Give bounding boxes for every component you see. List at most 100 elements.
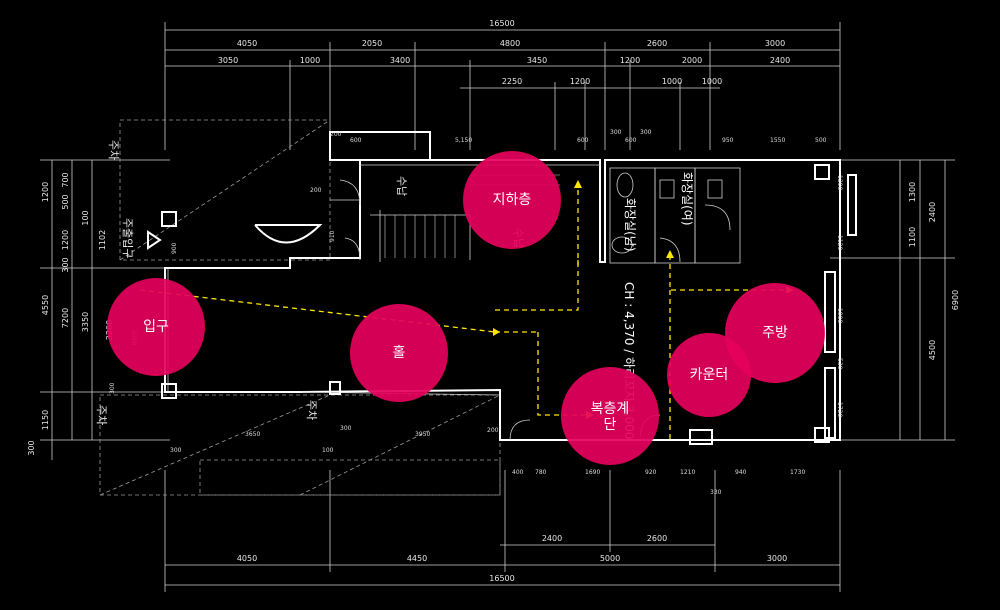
zone-entrance-label: 입구 [143,319,169,335]
dim-top-row3-2: 1200 [570,77,590,86]
dim-left-inner-3: 3350 [81,312,90,332]
dim-top-row2-3: 3400 [390,56,410,65]
dim-int-7: 1550 [770,137,785,144]
label-parking-bottom-mid: 주차 [305,400,318,420]
zone-hall [350,304,448,402]
dim-int-m6: 1120 [836,235,843,250]
dim-left-inner-2: 1102 [98,230,107,250]
label-restroom-male: 화장실(남) [623,198,637,252]
zone-counter-label: 카운터 [690,367,729,383]
dim-left-mid-5: 300 [61,257,70,272]
dim-right-inner-2: 1100 [908,227,917,247]
dim-int-4: 200 [330,131,342,138]
dim-left-mid-4: 7200 [61,308,70,328]
dim-int-m10: 1200 [836,175,843,190]
dim-top-row3-3: 1000 [662,77,682,86]
dim-left-outer-1: 1200 [41,182,50,202]
dim-int-8: 500 [815,137,827,144]
dim-top-row1-2: 2050 [362,39,382,48]
dim-int-m9: 1720 [836,402,843,417]
zone-kitchen-label: 주방 [762,325,788,341]
dim-top-row3-1: 2250 [502,77,522,86]
dim-right-mid-2: 4500 [928,340,937,360]
dim-bottom-total: 16500 [489,574,514,583]
zone-mezzanine-label-2: 단 [604,417,617,433]
dim-right-inner-1: 1300 [908,182,917,202]
dim-top-total: 16500 [489,19,514,28]
dim-left-mid-1: 700 [61,172,70,187]
dim-left-mid-2: 500 [61,194,70,209]
dim-bottom-row2-3: 5000 [600,554,620,563]
dim-top-row2-2: 1000 [300,56,320,65]
dim-int-b12: 940 [735,469,747,476]
dim-int-5: 600 [625,137,637,144]
dim-right-outer: 6900 [951,290,960,310]
dim-int-10: 300 [640,129,652,136]
dim-top-row2-7: 2400 [770,56,790,65]
top-dimension-text: 16500 4050 2050 4800 2600 3000 3050 1000… [218,19,790,86]
zone-kitchen [725,283,825,383]
dim-int-1: 600 [350,137,362,144]
dim-int-2: 5,150 [455,137,472,144]
zone-circles: 지하층 입구 홀 복층계 단 카운터 주방 [107,151,825,465]
dim-int-6: 950 [722,137,734,144]
dim-top-row2-5: 1200 [620,56,640,65]
zone-mezzanine-label-1: 복층계 [591,401,630,417]
dim-bottom-row1-2: 2600 [647,534,667,543]
dim-int-b10: 920 [645,469,657,476]
dim-left-outer-3: 1150 [41,410,50,430]
zone-hall-label: 홀 [393,345,406,361]
dim-int-3: 600 [577,137,589,144]
dim-bottom-row2-4: 3000 [767,554,787,563]
dim-int-b13: 1730 [790,469,805,476]
dim-int-b1: 3650 [245,431,260,438]
dim-top-row2-6: 2000 [682,56,702,65]
dim-int-b8: 780 [535,469,547,476]
label-restroom-female: 화장실(여) [680,172,694,226]
label-main-entrance: 주출입구 [121,218,134,258]
dim-top-row1-5: 3000 [765,39,785,48]
dim-top-row1-1: 4050 [237,39,257,48]
label-parking-bottom-left: 주차 [95,405,108,425]
dim-int-b6: 200 [487,427,499,434]
dimension-lines-top [164,22,841,150]
dim-left-outer-2: 4550 [41,295,50,315]
dim-int-b9: 1690 [585,469,600,476]
dim-left-outer-4: 300 [27,440,36,455]
dim-right-mid-1: 2400 [928,202,937,222]
dim-int-m2: 910 [329,230,336,242]
bottom-dimension-text: 2400 2600 4050 4450 5000 3000 16500 [237,534,787,583]
zone-basement-label: 지하층 [493,192,532,208]
dimension-lines-bottom [164,470,841,592]
dim-top-row1-3: 4800 [500,39,520,48]
dim-top-row3-4: 1000 [702,77,722,86]
dim-int-m7: 1900 [836,308,843,323]
dim-top-row1-4: 2600 [647,39,667,48]
dim-int-m8: 530 [836,358,843,370]
dim-int-b14: 330 [710,489,722,496]
right-dimension-text: 6900 2400 4500 1300 1100 [908,182,960,360]
dim-int-b4: 300 [170,447,182,454]
dim-int-b11: 1210 [680,469,695,476]
dimension-lines-sides [40,159,955,460]
dim-bottom-row2-1: 4050 [237,554,257,563]
dim-int-b7: 400 [512,469,524,476]
zone-basement [463,151,561,249]
dim-int-m3: 900 [171,242,178,254]
label-parking-top: 주차 [107,140,120,160]
dim-int-b3: 3950 [415,431,430,438]
dim-int-9: 300 [610,129,622,136]
dim-left-inner-1: 100 [81,210,90,225]
dim-int-m5: 300 [109,382,116,394]
zone-mezzanine [561,367,659,465]
dim-int-b2: 300 [340,425,352,432]
dim-bottom-row1-1: 2400 [542,534,562,543]
dim-int-m1: 200 [310,187,322,194]
zone-entrance [107,278,205,376]
dim-top-row2-4: 3450 [527,56,547,65]
interior-dimension-text: 600 5,150 600 200 600 950 1550 500 300 3… [109,129,843,496]
dim-bottom-row2-2: 4450 [407,554,427,563]
dim-left-mid-3: 1200 [61,230,70,250]
